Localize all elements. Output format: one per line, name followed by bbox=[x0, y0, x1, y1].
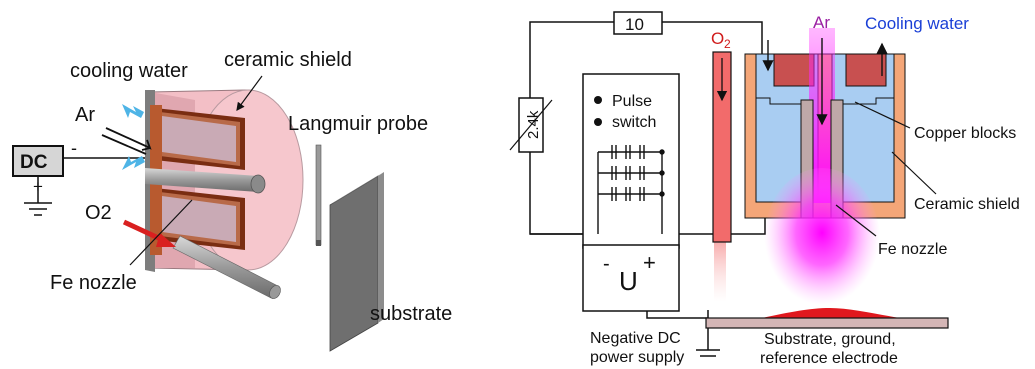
o2-plume bbox=[714, 242, 726, 302]
fe-nozzle-label-left: Fe nozzle bbox=[50, 272, 137, 294]
substrate-label-line2: reference electrode bbox=[760, 350, 898, 367]
substrate-plate-left bbox=[329, 172, 384, 352]
ceramic-shield-label-right: Ceramic shield bbox=[914, 196, 1020, 213]
fe-nozzle-leader-right bbox=[835, 204, 877, 237]
right-diagram: 10 2.4k Pulse switch bbox=[509, 11, 1020, 367]
pulse-switch-label-line1: Pulse bbox=[612, 93, 652, 110]
ground-symbol-left bbox=[24, 176, 52, 216]
dc-label: DC bbox=[20, 152, 48, 173]
dc-minus-sign: - bbox=[71, 138, 77, 158]
ar-label-right: Ar bbox=[813, 13, 830, 32]
fe-nozzle-rod bbox=[145, 168, 266, 194]
ground-symbol-right bbox=[696, 349, 720, 357]
cooling-water-label-right: Cooling water bbox=[865, 14, 969, 33]
copper-blocks-label: Copper blocks bbox=[914, 125, 1016, 142]
copper-block-left bbox=[773, 53, 815, 87]
resistor-10-label: 10 bbox=[625, 15, 644, 34]
ceramic-shield-label-left: ceramic shield bbox=[224, 49, 352, 71]
cooling-water-arrows-left bbox=[122, 104, 145, 170]
plasma-plume bbox=[764, 168, 880, 312]
grey-rod bbox=[172, 235, 281, 299]
langmuir-probe bbox=[315, 144, 322, 246]
langmuir-probe-label: Langmuir probe bbox=[288, 113, 428, 135]
negative-dc-label-line1: Negative DC bbox=[590, 330, 681, 347]
copper-block-right bbox=[845, 53, 887, 87]
ar-label-left: Ar bbox=[75, 104, 95, 126]
fe-nozzle-leader bbox=[129, 199, 193, 266]
o2-label-left: O2 bbox=[85, 202, 112, 224]
ceramic-shield-leader-right bbox=[891, 151, 937, 195]
substrate-label-left: substrate bbox=[370, 303, 452, 325]
o2-arrow bbox=[122, 219, 176, 247]
capacitor-bank bbox=[597, 145, 665, 234]
resistor-10 bbox=[613, 11, 663, 35]
o2-label-sub: 2 bbox=[724, 37, 731, 51]
switch-contact-bottom bbox=[594, 118, 602, 126]
pulse-switch-label-line2: switch bbox=[612, 114, 656, 131]
substrate-label-line1: Substrate, ground, bbox=[764, 331, 896, 348]
fe-nozzle-label-right: Fe nozzle bbox=[878, 241, 947, 258]
supply-u-label: U bbox=[619, 266, 638, 296]
ar-arrow bbox=[101, 127, 152, 155]
deposit-layer bbox=[762, 308, 900, 318]
power-supply-box bbox=[582, 244, 680, 312]
supply-minus-label: - bbox=[603, 253, 610, 275]
substrate-bar-right bbox=[705, 317, 949, 329]
left-diagram: DC - + bbox=[12, 49, 452, 352]
o2-label-main: O bbox=[711, 29, 724, 48]
switch-contact-top bbox=[594, 96, 602, 104]
cooling-water-label-left: cooling water bbox=[70, 60, 188, 82]
variable-resistor-arrow bbox=[509, 99, 553, 151]
negative-dc-label-line2: power supply bbox=[590, 349, 684, 366]
ceramic-shield-leader bbox=[236, 75, 263, 111]
copper-blocks-leader bbox=[854, 101, 911, 129]
supply-plus-label: + bbox=[643, 250, 656, 275]
